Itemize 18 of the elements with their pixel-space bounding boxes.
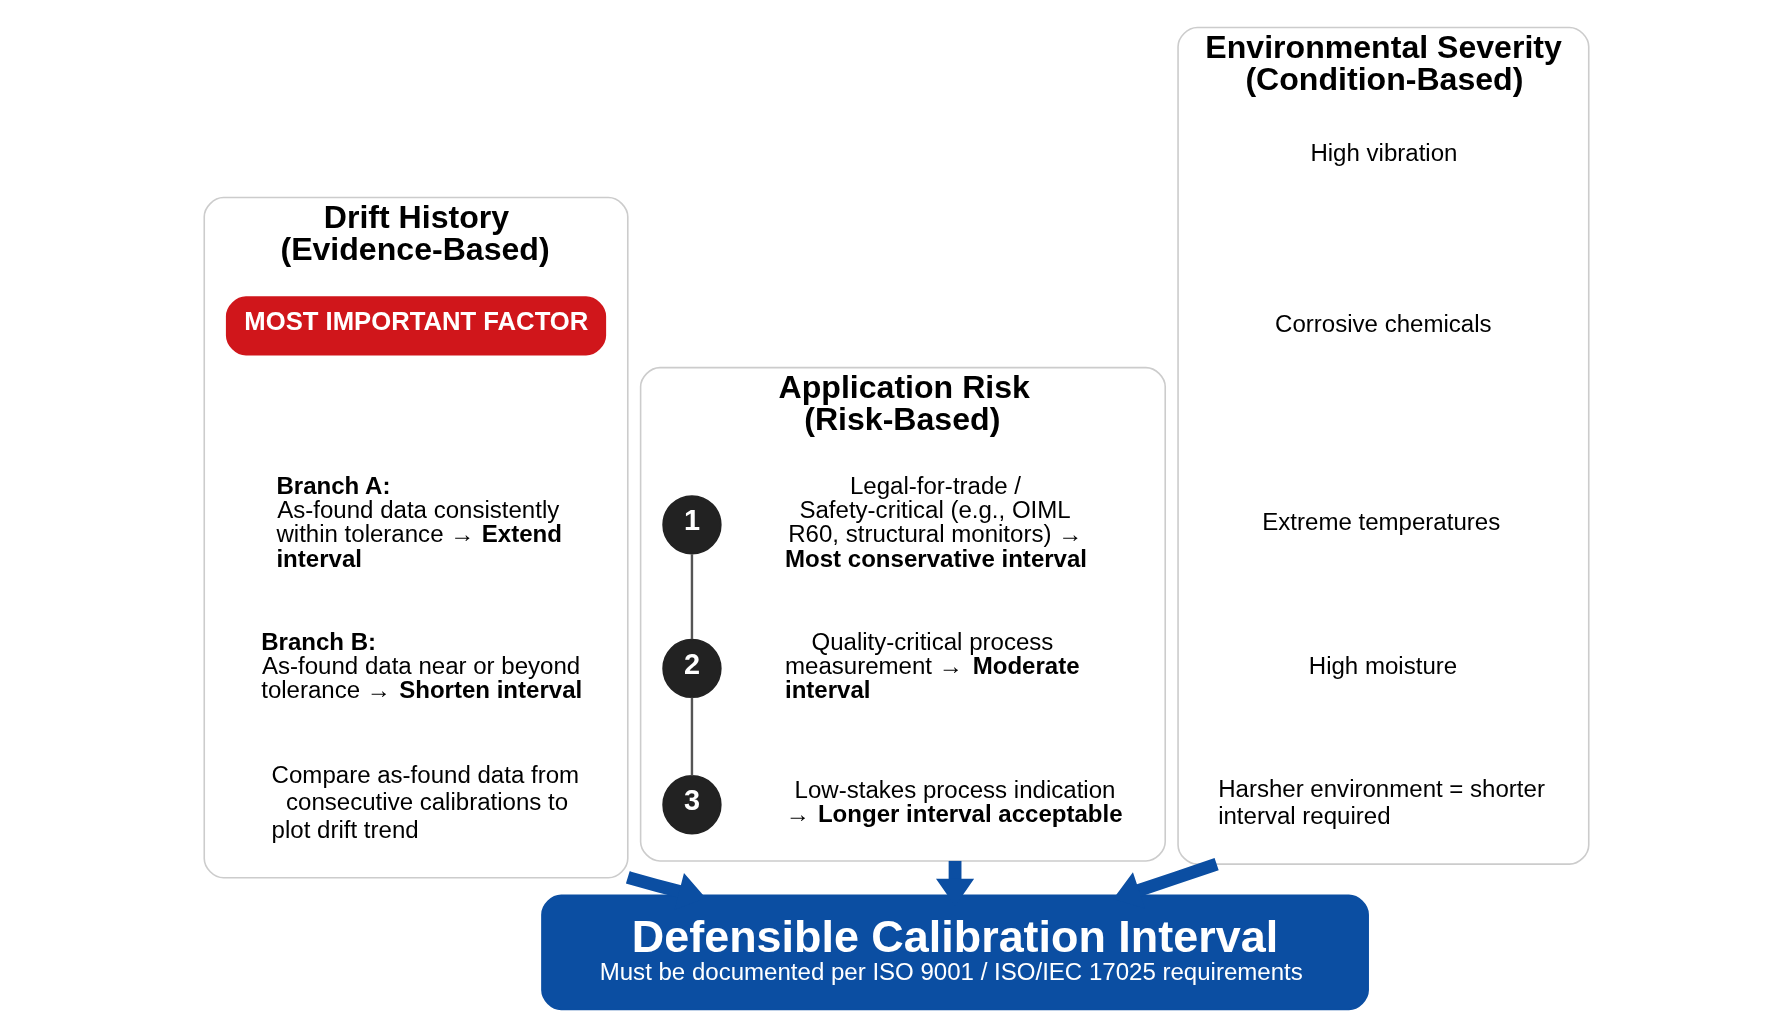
node-box: Defensible Calibration Interval Must be documented per ISO 9001 / ISO/IEC 17025 requirements [540, 894, 1369, 1011]
node-text: High moisture [1308, 652, 1457, 680]
node-text: Compare as-found data from consecutive calibrations to plot drift trend [271, 761, 579, 843]
connector [690, 697, 693, 776]
node-text: High vibration [1309, 139, 1457, 167]
node-text: Low-stakes process indication → Longer interval acceptable [785, 776, 1123, 828]
node-text: Branch A: As-found data consistently within tolerance → Extend interval [275, 472, 562, 572]
connector [690, 554, 693, 640]
node-box: MOST IMPORTANT FACTOR [225, 296, 606, 356]
node-circle: 1 [661, 495, 722, 555]
node-text: Harsher environment = shorter interval required [1217, 774, 1545, 830]
node-circle: 2 [661, 638, 722, 699]
node-circle: 3 [661, 775, 722, 835]
node-text: Extreme temperatures [1261, 508, 1500, 536]
node-text: Legal-for-trade / Safety-critical (e.g., OIML R60, structural monitors) → Most conservative interval [784, 472, 1087, 572]
node-text: Branch B: As-found data near or beyond tolerance → Shorten interval [260, 627, 582, 704]
node-text: Corrosive chemicals [1274, 309, 1492, 337]
node-text: Quality-critical process measurement → Moderate interval [784, 627, 1080, 704]
